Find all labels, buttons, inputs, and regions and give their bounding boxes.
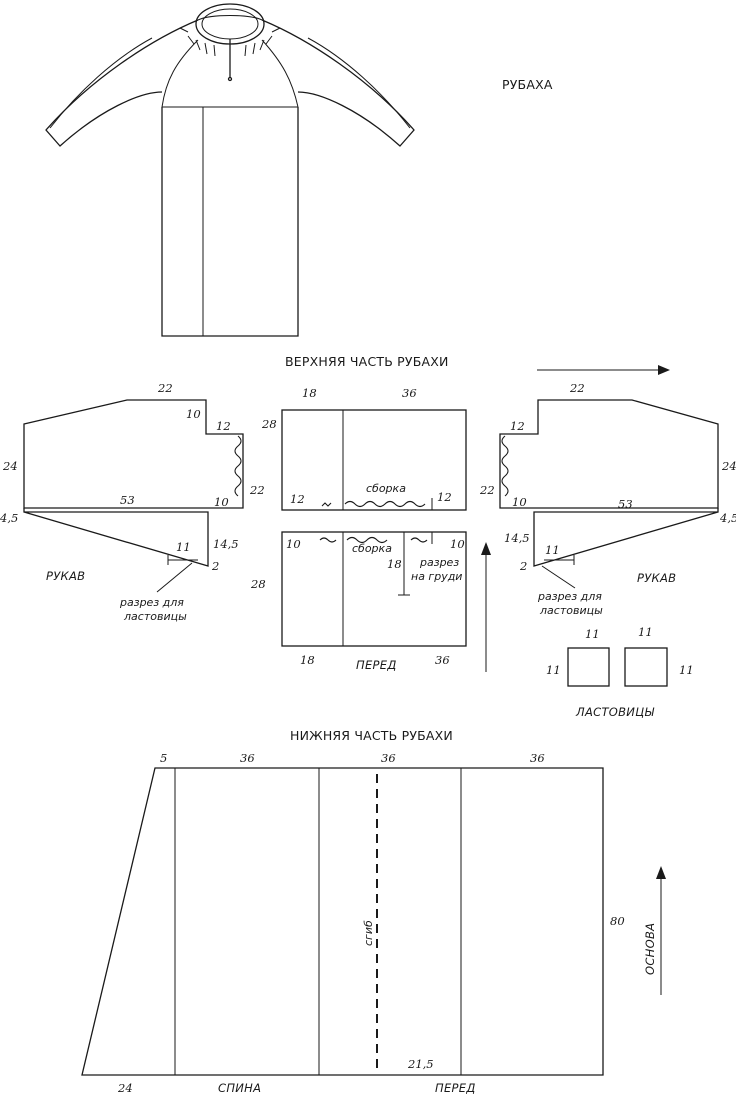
upper-part-title: ВЕРХНЯЯ ЧАСТЬ РУБАХИ bbox=[285, 354, 449, 369]
back-yoke-dim-gather-right: 12 bbox=[437, 490, 452, 504]
left-sleeve-dim-slit: 11 bbox=[176, 540, 191, 554]
left-sleeve-dim-left: 24 bbox=[2, 459, 18, 473]
left-gusset-slit-note-2: ластовицы bbox=[123, 610, 187, 623]
back-yoke-gathering-label: сборка bbox=[366, 482, 406, 495]
right-sleeve-label: РУКАВ bbox=[637, 571, 676, 585]
lower-part-title: НИЖНЯЯ ЧАСТЬ РУБАХИ bbox=[290, 728, 453, 743]
right-sleeve-dim-left: 22 bbox=[479, 483, 495, 497]
left-sleeve-dim-step-v: 12 bbox=[216, 419, 231, 433]
lower-dim-wedge-bottom: 24 bbox=[117, 1081, 133, 1095]
fold-label: сгиб bbox=[362, 920, 375, 946]
left-sleeve-dim-gusset: 10 bbox=[214, 495, 229, 509]
right-sleeve-dim-bottom: 2 bbox=[519, 559, 527, 573]
gusset-b-dim-top: 11 bbox=[638, 625, 653, 639]
right-gusset-slit-note-1: разрез для bbox=[537, 590, 602, 603]
back-label: СПИНА bbox=[218, 1081, 261, 1095]
lower-dim-fold-offset: 21,5 bbox=[407, 1057, 434, 1071]
lower-dim-panel-2: 36 bbox=[381, 751, 396, 765]
front-yoke-dim-height: 28 bbox=[250, 577, 266, 591]
left-gusset-slit-note-1: разрез для bbox=[119, 596, 184, 609]
right-sleeve-dim-right: 24 bbox=[721, 459, 736, 473]
front-yoke-dim-gather-right: 10 bbox=[450, 537, 465, 551]
left-sleeve-dim-lower-right: 14,5 bbox=[213, 537, 239, 551]
grain-arrow-up bbox=[481, 542, 491, 672]
right-sleeve-dim-lower-left: 14,5 bbox=[504, 531, 530, 545]
lower-dim-panel-1: 36 bbox=[240, 751, 255, 765]
front-yoke-dim-right: 36 bbox=[435, 653, 450, 667]
gusset-square-b bbox=[624, 647, 668, 687]
shirt-title: РУБАХА bbox=[502, 77, 553, 92]
right-gusset-slit-note-2: ластовицы bbox=[539, 604, 603, 617]
shirt-illustration bbox=[45, 3, 415, 337]
right-sleeve-dim-gusset: 10 bbox=[512, 495, 527, 509]
lower-front-label: ПЕРЕД bbox=[435, 1081, 476, 1095]
left-sleeve-label: РУКАВ bbox=[46, 569, 85, 583]
grain-arrow-right bbox=[537, 365, 670, 375]
lower-part-piece bbox=[81, 767, 604, 1076]
lower-dim-panel-3: 36 bbox=[530, 751, 545, 765]
chest-slit-note-1: разрез bbox=[419, 556, 459, 569]
right-sleeve-dim-slit: 11 bbox=[545, 543, 560, 557]
front-yoke-dim-left: 18 bbox=[300, 653, 315, 667]
gussets-label: ЛАСТОВИЦЫ bbox=[575, 705, 654, 719]
front-yoke-label: ПЕРЕД bbox=[356, 658, 397, 672]
right-sleeve-piece bbox=[499, 399, 719, 567]
right-sleeve-dim-step-v: 12 bbox=[510, 419, 525, 433]
right-gusset-slit-leader bbox=[541, 565, 576, 589]
back-yoke-piece bbox=[281, 409, 467, 511]
left-sleeve-dim-bottom: 2 bbox=[211, 559, 219, 573]
lower-dim-height: 80 bbox=[610, 914, 625, 928]
left-sleeve-piece bbox=[23, 399, 244, 567]
gusset-square-a bbox=[567, 647, 610, 687]
grain-arrow-up-lower bbox=[656, 866, 666, 995]
front-yoke-piece bbox=[281, 531, 467, 647]
back-yoke-dim-left: 18 bbox=[302, 386, 317, 400]
back-yoke-dim-gather-left: 12 bbox=[290, 492, 305, 506]
left-sleeve-dim-top: 22 bbox=[157, 381, 173, 395]
grain-label: ОСНОВА bbox=[643, 923, 657, 975]
front-yoke-gathering-label: сборка bbox=[352, 542, 392, 555]
left-sleeve-dim-right: 22 bbox=[249, 483, 265, 497]
gusset-a-dim-side: 11 bbox=[546, 663, 561, 677]
back-yoke-dim-height: 28 bbox=[261, 417, 277, 431]
back-yoke-dim-right: 36 bbox=[402, 386, 417, 400]
right-sleeve-dim-top: 22 bbox=[569, 381, 585, 395]
left-gusset-slit-leader bbox=[156, 562, 193, 593]
chest-slit-note-2: на груди bbox=[411, 570, 462, 583]
gusset-a-dim-top: 11 bbox=[585, 627, 600, 641]
left-sleeve-dim-step-h: 10 bbox=[186, 407, 201, 421]
front-yoke-dim-gather-left: 10 bbox=[286, 537, 301, 551]
right-sleeve-dim-lower-right: 4,5 bbox=[719, 511, 736, 525]
gusset-b-dim-side: 11 bbox=[679, 663, 694, 677]
lower-dim-wedge-top: 5 bbox=[160, 751, 167, 765]
left-sleeve-dim-length: 53 bbox=[120, 493, 135, 507]
front-yoke-dim-slit: 18 bbox=[387, 557, 402, 571]
left-sleeve-dim-lower-left: 4,5 bbox=[0, 511, 18, 525]
right-sleeve-dim-length: 53 bbox=[618, 497, 633, 511]
